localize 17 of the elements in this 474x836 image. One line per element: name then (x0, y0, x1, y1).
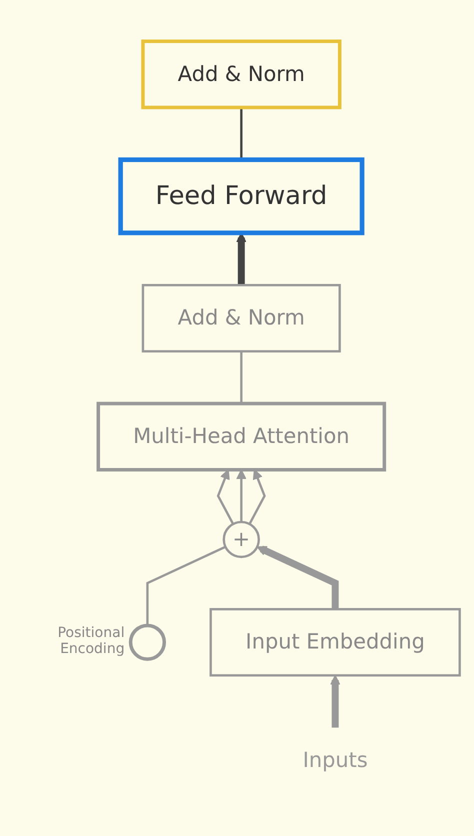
node-box: Add & Norm (142, 284, 341, 353)
arrow (256, 546, 339, 610)
connector (240, 108, 242, 160)
arrow (330, 675, 340, 728)
node-box: Input Embedding (210, 608, 461, 677)
node-box: Add & Norm (141, 40, 342, 110)
arrow (216, 470, 234, 526)
arrow (236, 470, 246, 522)
connector (240, 352, 242, 404)
arrow (248, 470, 266, 526)
node-caption: Positional Encoding (56, 624, 125, 657)
node-circle (128, 624, 166, 662)
node-text: Inputs (302, 748, 368, 774)
node-box: Feed Forward (118, 158, 364, 236)
connector (146, 546, 226, 626)
node-circle: + (222, 521, 260, 559)
node-box: Multi-Head Attention (96, 402, 386, 472)
